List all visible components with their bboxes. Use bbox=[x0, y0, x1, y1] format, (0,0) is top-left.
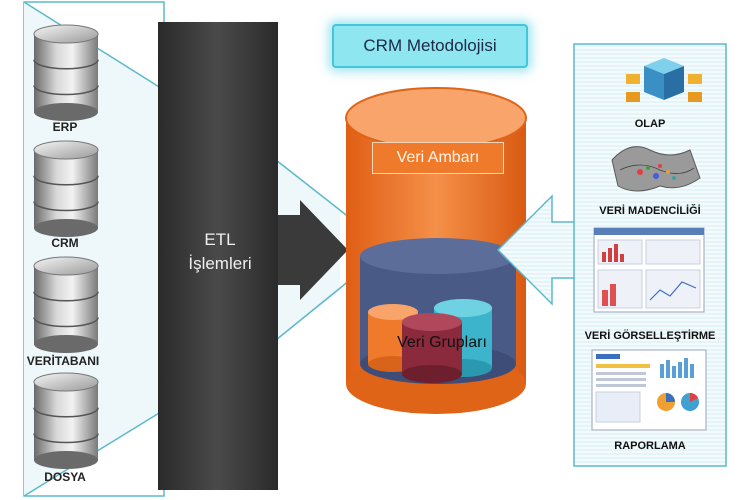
tool-label-visualization: VERİ GÖRSELLEŞTİRME bbox=[584, 330, 716, 342]
etl-label-line1: ETL bbox=[204, 230, 236, 249]
database-icon bbox=[33, 372, 99, 469]
source-label-file: DOSYA bbox=[44, 470, 86, 484]
etl-arrow bbox=[278, 200, 348, 300]
source-label-database: VERİTABANI bbox=[26, 354, 100, 368]
source-label-crm: CRM bbox=[51, 236, 79, 250]
datamarts-label: Veri Grupları bbox=[397, 334, 487, 351]
etl-label: ETL İşlemleri bbox=[160, 228, 280, 276]
funnel-left bbox=[24, 2, 164, 496]
funnel-right-top bbox=[275, 159, 351, 219]
tool-label-olap: OLAP bbox=[634, 118, 666, 130]
etl-label-line2: İşlemleri bbox=[188, 254, 252, 273]
database-icon bbox=[33, 24, 99, 121]
tool-label-data-mining: VERİ MADENCİLİĞİ bbox=[599, 205, 701, 217]
diagram-title: CRM Metodolojisi bbox=[332, 24, 528, 68]
olap-cube-icon bbox=[626, 58, 702, 102]
visualization-dashboard-icon bbox=[593, 227, 705, 313]
warehouse-label: Veri Ambarı bbox=[372, 142, 504, 174]
datamart-maroon bbox=[402, 313, 462, 383]
data-mining-surface-icon bbox=[611, 146, 701, 192]
tool-label-reporting: RAPORLAMA bbox=[614, 440, 686, 452]
database-icon bbox=[33, 140, 99, 237]
report-document-icon bbox=[591, 349, 707, 431]
funnel-right-bottom bbox=[275, 279, 351, 341]
source-label-erp: ERP bbox=[52, 120, 78, 134]
database-icon bbox=[33, 256, 99, 353]
etl-panel bbox=[158, 22, 278, 490]
